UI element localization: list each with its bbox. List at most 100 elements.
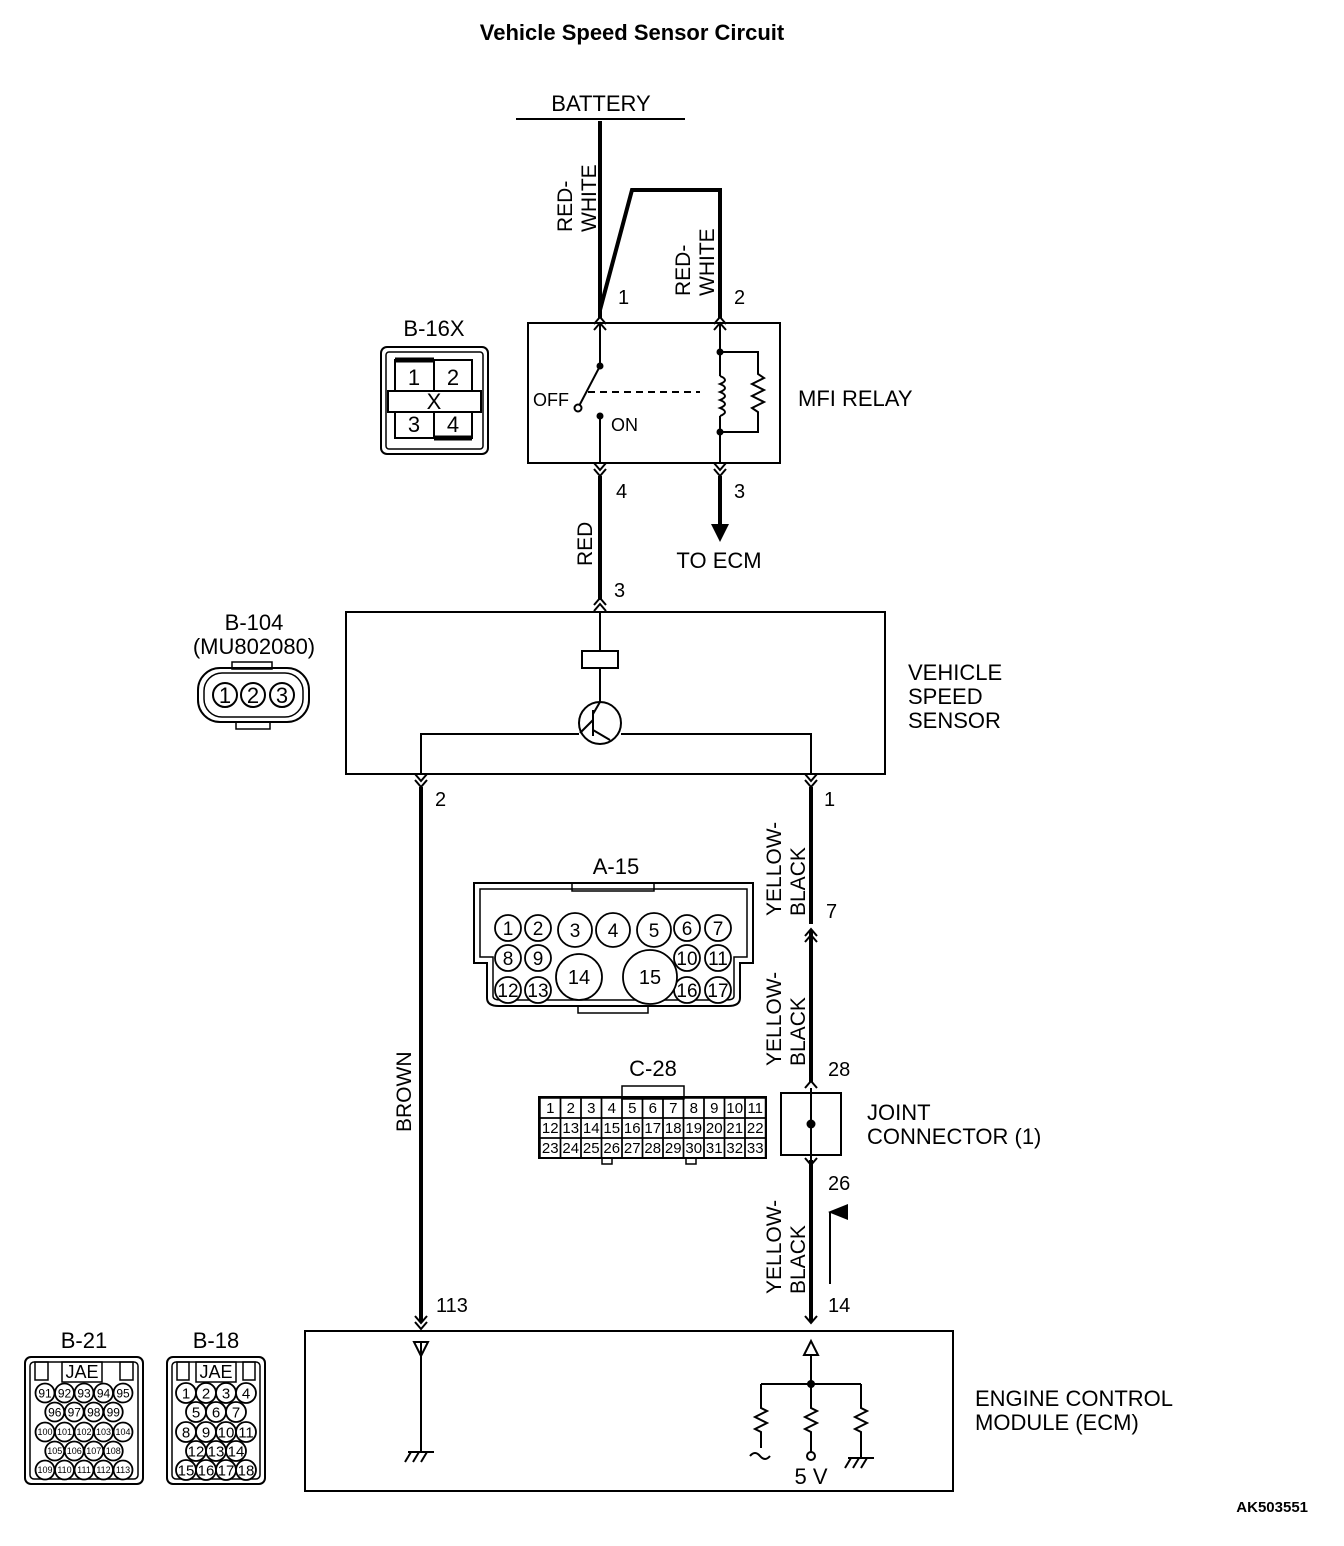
svg-text:MODULE (ECM): MODULE (ECM)	[975, 1410, 1139, 1435]
a15-pin-4-socket	[595, 912, 631, 948]
c28-latch	[621, 1085, 685, 1100]
relay-pin-3: 3	[734, 481, 745, 503]
joint-pin-28: 28	[828, 1059, 850, 1081]
b18-pin-4-socket	[235, 1382, 257, 1404]
b18-pin-16: 16	[198, 1462, 215, 1479]
c28-pin-13: 13	[562, 1120, 579, 1137]
joint-connector-label: JOINT CONNECTOR (1)	[867, 1100, 1041, 1149]
svg-text:JOINT: JOINT	[867, 1100, 931, 1125]
b18-pin-3: 3	[222, 1385, 230, 1402]
mfi-relay-label: MFI RELAY	[798, 386, 913, 411]
b21-pin-94: 94	[97, 1386, 111, 1400]
svg-text:BLACK: BLACK	[787, 847, 810, 916]
b21-pin-113-socket	[112, 1459, 134, 1481]
sensor-pin-1: 1	[824, 789, 835, 811]
b18-pin-18: 18	[238, 1462, 255, 1479]
c28-pin-1: 1	[546, 1100, 554, 1117]
b21-pin-91: 91	[38, 1386, 52, 1400]
b21-pin-110: 110	[57, 1465, 71, 1475]
mfi-relay-box	[527, 322, 781, 464]
c28-pin-23: 23	[542, 1140, 559, 1157]
c28-pin-22: 22	[747, 1120, 764, 1137]
b18-pin-5: 5	[192, 1404, 200, 1421]
a15-connector	[473, 882, 754, 1007]
a15-pin-3: 3	[570, 921, 581, 942]
ecm-pin-113: 113	[436, 1295, 468, 1317]
b21-pin-103: 103	[96, 1427, 111, 1437]
b16x-pin-3: 3	[408, 412, 420, 437]
b104-pin-3: 3	[276, 683, 288, 708]
sensor-pin2-terminal	[414, 773, 428, 783]
a15-pin-11-socket	[704, 944, 732, 972]
ecm-signal-input	[802, 1338, 820, 1356]
c28-pin-20: 20	[706, 1120, 723, 1137]
c28-pin-14: 14	[583, 1120, 600, 1137]
relay-pin-4: 4	[616, 481, 627, 503]
svg-text:BROWN: BROWN	[393, 1052, 416, 1133]
to-ecm-label: TO ECM	[676, 548, 761, 573]
b21-pin-105: 105	[47, 1446, 62, 1456]
b21-pin-111: 111	[77, 1465, 91, 1475]
sensor-transistor	[578, 701, 622, 745]
c28-pin-33: 33	[747, 1140, 764, 1157]
c28-pin-19: 19	[685, 1120, 702, 1137]
c28-pin-11: 11	[747, 1100, 763, 1117]
ecm-label: ENGINE CONTROL MODULE (ECM)	[975, 1386, 1173, 1435]
a15-pin-2: 2	[533, 919, 544, 940]
b18-pin-13: 13	[208, 1443, 225, 1460]
a15-pin-17-socket	[704, 976, 732, 1004]
sensor-element	[581, 650, 619, 669]
b18-pin-11-socket	[235, 1421, 257, 1443]
c28-pin-18: 18	[665, 1120, 682, 1137]
a15-pin-2-socket	[524, 914, 552, 942]
relay-coil	[717, 375, 726, 417]
ecm-ground-symbol-2	[844, 1457, 874, 1469]
b16x-pin-1: 1	[408, 365, 420, 390]
wire-label-red-white-1: RED- WHITE	[554, 164, 601, 232]
a15-pin-13: 13	[527, 981, 548, 1002]
battery-label: BATTERY	[551, 91, 651, 116]
c28-pin-2: 2	[567, 1100, 575, 1117]
ecm-resistor-right	[852, 1384, 870, 1458]
relay-resistor	[720, 351, 767, 433]
c28-pin-15: 15	[603, 1120, 620, 1137]
c28-pin-24: 24	[562, 1140, 579, 1157]
sensor-wire-to-pin2	[420, 733, 579, 774]
b21-pin-96: 96	[48, 1405, 62, 1419]
b21-pin-97: 97	[68, 1405, 82, 1419]
b104-pin-1: 1	[219, 683, 231, 708]
b21-pin-98: 98	[87, 1405, 101, 1419]
ecm-pin113-terminal	[414, 1315, 428, 1325]
wire-label-red-white-2: RED- WHITE	[672, 228, 719, 296]
c28-pin-32: 32	[726, 1140, 743, 1157]
b16x-pin-2: 2	[447, 365, 459, 390]
b16x-connector	[380, 346, 489, 455]
svg-text:YELLOW-: YELLOW-	[763, 972, 786, 1066]
a15-pin-12: 12	[497, 981, 518, 1002]
joint-pin-26: 26	[828, 1173, 850, 1195]
svg-text:ENGINE CONTROL: ENGINE CONTROL	[975, 1386, 1173, 1411]
c28-pin-31: 31	[706, 1140, 723, 1157]
b18-pin-10: 10	[218, 1424, 235, 1441]
sensor-pin-2: 2	[435, 789, 446, 811]
b18-connector	[166, 1356, 266, 1485]
svg-text:WHITE: WHITE	[696, 228, 719, 296]
sensor-wire-to-pin1	[621, 733, 812, 774]
b21-pin-92: 92	[58, 1386, 72, 1400]
ecm-5v-terminal	[806, 1451, 816, 1461]
ecm-ac-symbol	[749, 1452, 771, 1460]
b16x-pin-x: X	[427, 389, 442, 414]
b21-connector	[24, 1356, 144, 1485]
c28-pin-6: 6	[649, 1100, 657, 1117]
c28-pin-30: 30	[685, 1140, 702, 1157]
svg-text:CONNECTOR (1): CONNECTOR (1)	[867, 1124, 1041, 1149]
a15-pin-14: 14	[568, 967, 590, 989]
b21-pin-100: 100	[37, 1427, 52, 1437]
b18-pin-4: 4	[242, 1385, 250, 1402]
b104-connector-id: B-104	[225, 610, 284, 635]
a15-pin-8: 8	[503, 949, 514, 970]
